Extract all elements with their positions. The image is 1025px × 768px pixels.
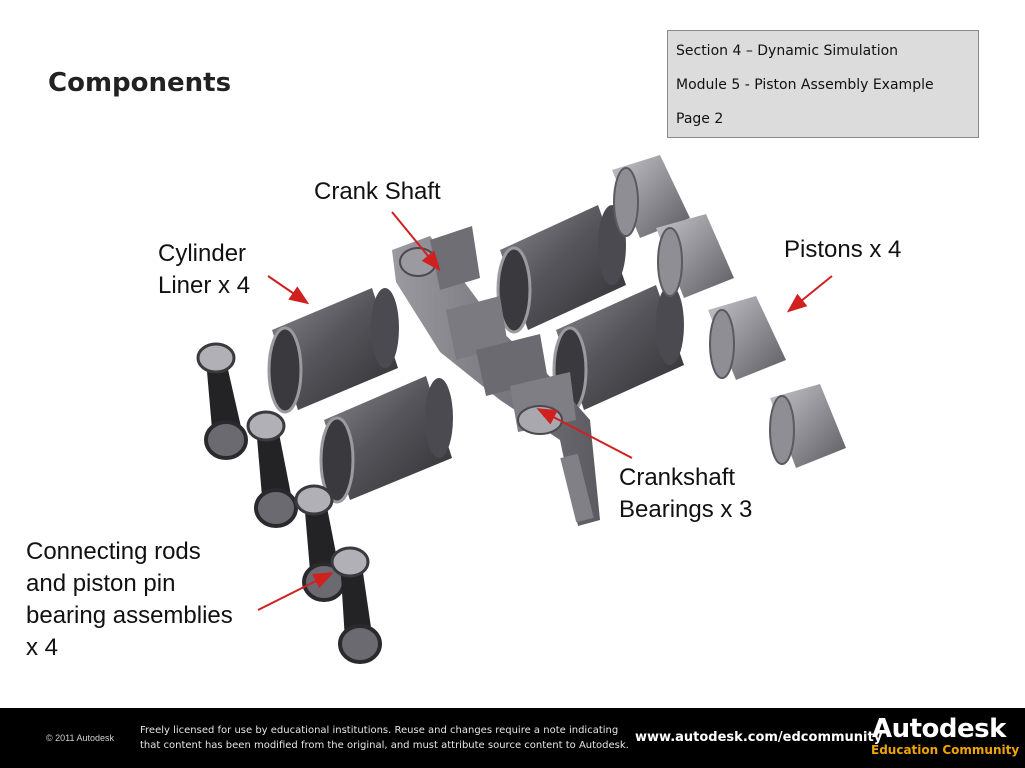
copyright-text: © 2011 Autodesk <box>46 733 115 743</box>
license-text: Freely licensed for use by educational i… <box>140 723 629 753</box>
cylinder-liner-icon <box>267 288 399 414</box>
arrow-icon <box>391 211 441 272</box>
connecting-rod-icon <box>330 546 382 664</box>
module-label: Module 5 - Piston Assembly Example <box>676 77 934 93</box>
piston-icon <box>769 384 846 468</box>
cylinder-liner-label-line2: Liner x 4 <box>158 272 251 299</box>
rods-label-line1: Connecting rods <box>26 538 201 565</box>
pistons-label: Pistons x 4 <box>784 236 902 263</box>
rods-label-line3: bearing assemblies <box>26 602 233 629</box>
arrow-icon <box>536 408 633 459</box>
edcommunity-link[interactable]: www.autodesk.com/edcommunity <box>635 730 883 745</box>
rods-label-line2: and piston pin <box>26 570 176 597</box>
connecting-rod-icon <box>246 410 298 528</box>
education-community-logo-text: Education Community <box>871 743 1020 757</box>
piston-icon <box>708 296 786 380</box>
footer-bar: © 2011 Autodesk Freely licensed for use … <box>0 708 1025 768</box>
section-info-box: Section 4 – Dynamic Simulation Module 5 … <box>667 30 979 138</box>
arrow-icon <box>267 275 310 305</box>
autodesk-logo: Autodesk <box>872 714 1006 744</box>
bearings-label-line1: Crankshaft <box>619 464 736 491</box>
rods-label-line4: x 4 <box>26 634 59 661</box>
page-title: Components <box>48 68 232 98</box>
connecting-rod-icon <box>196 342 248 460</box>
crank-shaft-label: Crank Shaft <box>314 178 441 205</box>
arrow-icon <box>786 275 833 313</box>
page-label: Page 2 <box>676 111 724 127</box>
license-line2: that content has been modified from the … <box>140 740 629 751</box>
piston-icon <box>656 214 734 298</box>
cylinder-liner-icon <box>319 376 453 504</box>
cylinder-liner-icon <box>552 285 684 414</box>
piston-icon <box>612 155 690 238</box>
license-line1: Freely licensed for use by educational i… <box>140 725 619 736</box>
cylinder-liner-label-line1: Cylinder <box>158 240 247 267</box>
section-label: Section 4 – Dynamic Simulation <box>676 43 899 59</box>
arrow-icon <box>257 572 334 611</box>
bearings-label-line2: Bearings x 3 <box>619 496 753 523</box>
engine-components-illustration <box>196 155 846 664</box>
crankshaft-icon <box>392 226 600 526</box>
